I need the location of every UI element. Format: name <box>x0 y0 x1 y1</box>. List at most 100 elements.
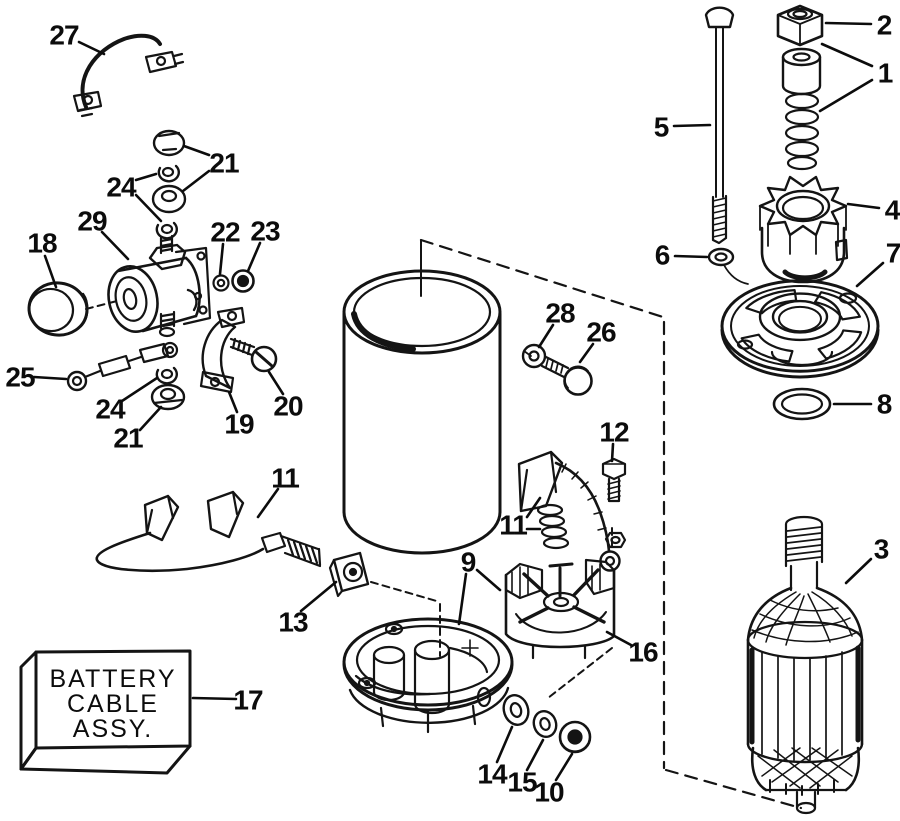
callout-19: 19 <box>224 409 254 440</box>
callout-1: 1 <box>878 58 893 89</box>
leader-line-1 <box>818 78 874 113</box>
nut-washer-stack <box>151 129 187 240</box>
mounting-plate <box>720 281 880 379</box>
leader-line-27 <box>77 40 106 56</box>
callout-20: 20 <box>273 391 303 422</box>
leader-line-5 <box>672 123 712 128</box>
brush-set-left <box>95 490 322 573</box>
callout-27: 27 <box>49 20 79 51</box>
leader-line-18 <box>43 254 58 289</box>
callout-4: 4 <box>885 195 900 226</box>
leader-line-12 <box>610 442 615 463</box>
clamp-screw <box>229 337 278 373</box>
callout-6: 6 <box>655 240 670 271</box>
callout-3: 3 <box>874 534 889 565</box>
leader-line-22 <box>218 242 225 276</box>
callout-17: 17 <box>233 685 263 716</box>
cable-lead <box>66 341 179 392</box>
leader-line-23 <box>246 241 262 273</box>
leader-line-21 <box>181 169 211 193</box>
stud-nut <box>604 531 627 549</box>
leader-line-26 <box>578 342 595 364</box>
callout-21: 21 <box>209 148 239 179</box>
leader-line-9 <box>457 572 468 626</box>
boot-ring <box>27 281 89 337</box>
washer-stack-bottom <box>502 694 592 754</box>
leader-line-3 <box>844 557 873 585</box>
leader-line-2 <box>824 21 873 26</box>
seal-ring <box>772 387 832 421</box>
callout-22: 22 <box>210 217 240 248</box>
small-washer <box>707 247 749 285</box>
leader-line-14 <box>495 725 514 764</box>
callout-7: 7 <box>886 238 900 269</box>
top-nut <box>776 4 824 47</box>
leader-line-25 <box>32 375 68 381</box>
battery-box-line3: ASSY. <box>73 715 153 743</box>
spacer-and-spring <box>781 47 822 171</box>
callout-2: 2 <box>877 10 892 41</box>
leader-line-6 <box>673 254 709 259</box>
leader-line-21 <box>138 405 163 432</box>
callout-15: 15 <box>507 767 537 798</box>
leader-line-16 <box>605 630 633 647</box>
callout-8: 8 <box>877 389 892 420</box>
leader-line-1 <box>820 42 874 68</box>
callout-16: 16 <box>628 637 658 668</box>
clip-bracket <box>328 551 370 598</box>
clamp-strap <box>199 306 246 394</box>
callout-28: 28 <box>545 298 575 329</box>
ground-strap <box>72 33 185 118</box>
thru-bolt <box>704 6 735 245</box>
callout-12: 12 <box>599 417 629 448</box>
end-cap <box>342 617 514 734</box>
leader-line-4 <box>846 202 881 210</box>
callout-23: 23 <box>250 216 280 247</box>
callout-10: 10 <box>534 777 564 808</box>
battery-box-label: BATTERY CABLE ASSY. <box>50 665 177 743</box>
callout-21: 21 <box>113 423 143 454</box>
callout-24: 24 <box>95 394 126 425</box>
small-washer-nut <box>212 269 255 293</box>
diagram-art <box>19 4 880 815</box>
battery-box-line2: CABLE <box>67 690 159 718</box>
callout-9: 9 <box>461 547 476 578</box>
callout-5: 5 <box>654 112 669 143</box>
armature <box>746 515 864 815</box>
leader-line-9 <box>475 568 502 592</box>
callout-11: 11 <box>271 463 299 494</box>
callout-24: 24 <box>106 172 137 203</box>
drive-pinion <box>758 175 849 284</box>
leader-line-19 <box>227 390 239 414</box>
mount-bolt <box>540 355 593 396</box>
leader-line-21 <box>182 144 211 157</box>
leader-line-11 <box>525 496 542 519</box>
leader-line-13 <box>299 580 338 613</box>
leader-line-24 <box>134 193 163 223</box>
terminal-screw <box>601 457 627 503</box>
battery-cable-box <box>19 649 192 775</box>
leader-line-28 <box>537 323 555 349</box>
leader-line-7 <box>855 261 885 288</box>
brush-set-right <box>517 450 621 572</box>
callout-14: 14 <box>477 759 508 790</box>
leader-line-24 <box>120 376 159 403</box>
callout-11: 11 <box>499 510 527 541</box>
leader-line-10 <box>554 752 574 782</box>
callout-25: 25 <box>5 362 35 393</box>
callout-29: 29 <box>77 206 107 237</box>
solenoid <box>107 234 212 338</box>
motor-frame-cylinder <box>342 269 502 555</box>
brush-holder <box>504 558 616 660</box>
leader-line-20 <box>267 370 285 396</box>
leader-line-15 <box>525 738 545 772</box>
leader-line-29 <box>100 230 130 261</box>
battery-box-line1: BATTERY <box>50 665 177 693</box>
leader-line-17 <box>191 696 238 701</box>
lock-washer-28 <box>521 343 547 369</box>
leader-line-11 <box>256 487 280 519</box>
lower-washer-nut <box>150 366 186 411</box>
callout-18: 18 <box>27 228 57 259</box>
